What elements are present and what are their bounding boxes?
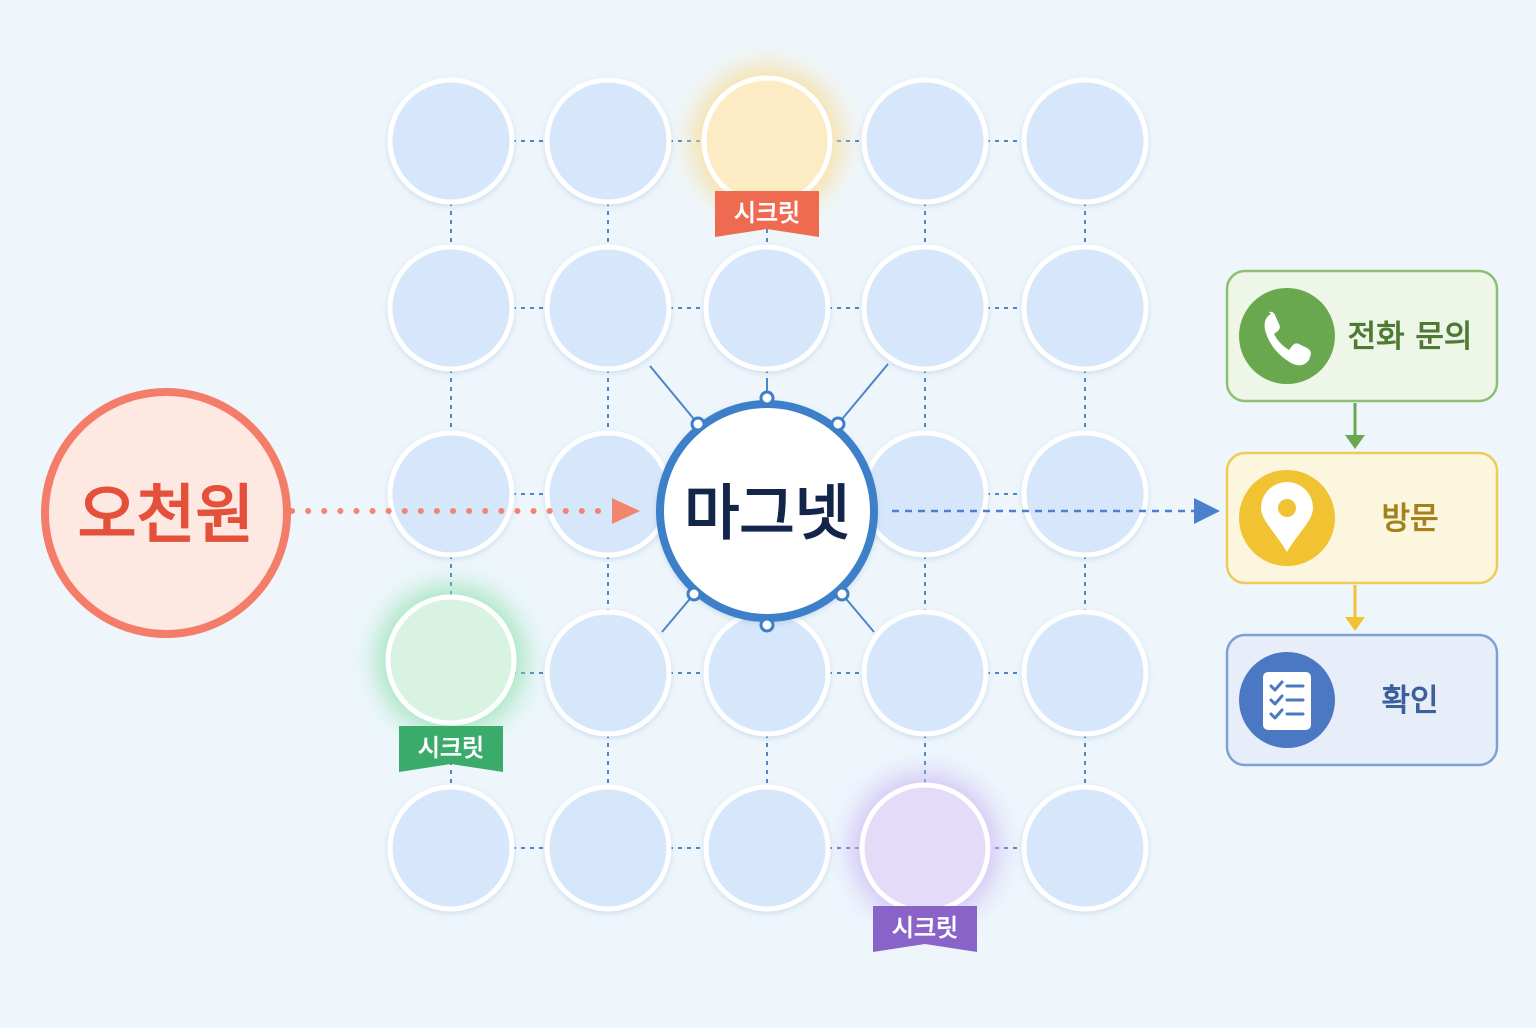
secret-ribbon — [399, 726, 503, 772]
hub-spoke — [841, 593, 875, 633]
hub-spokes — [649, 363, 889, 633]
output-arrow-head — [1194, 498, 1220, 524]
grid-node — [1021, 609, 1149, 737]
grid-node — [703, 244, 831, 372]
step-label: 방문 — [1381, 501, 1438, 537]
step-box: 전화 문의 — [1225, 269, 1499, 449]
grid-node — [387, 430, 515, 558]
step-box: 확인 — [1225, 633, 1499, 767]
checklist-icon — [1263, 672, 1311, 730]
secret-label: 시크릿 — [418, 734, 484, 762]
grid-node — [703, 784, 831, 912]
grid-node — [387, 244, 515, 372]
grid-node — [861, 609, 989, 737]
grid-node — [544, 609, 672, 737]
grid-node — [544, 784, 672, 912]
grid-node — [861, 430, 989, 558]
secret-ribbon — [715, 191, 819, 237]
secret-ribbon — [873, 906, 977, 952]
hub-dot — [759, 390, 775, 406]
hub-label: 마그넷 — [684, 479, 850, 549]
source-arrow — [289, 498, 640, 524]
hub-dot — [690, 416, 706, 432]
grid-node — [387, 784, 515, 912]
grid-node — [544, 77, 672, 205]
hub-dots — [686, 390, 850, 633]
source-circle — [41, 388, 291, 638]
hub-spoke — [837, 363, 889, 425]
secret-node: 시크릿 — [694, 68, 840, 237]
grid-node — [1021, 430, 1149, 558]
secret-node: 시크릿 — [378, 587, 524, 772]
grid-node — [1021, 784, 1149, 912]
hub-spoke — [661, 593, 695, 633]
secret-label: 시크릿 — [734, 199, 800, 227]
grid-node — [861, 77, 989, 205]
step-label: 확인 — [1381, 683, 1438, 719]
hub-dot — [830, 416, 846, 432]
grid-node — [544, 244, 672, 372]
grid-node — [1021, 244, 1149, 372]
grid-node — [387, 77, 515, 205]
source-label: 오천원 — [78, 479, 255, 553]
hub-dot — [686, 586, 702, 602]
secret-circle — [701, 75, 833, 207]
secret-node: 시크릿 — [852, 775, 998, 952]
secret-circle — [859, 782, 991, 914]
hub-node: 마그넷 — [656, 390, 878, 633]
secret-label: 시크릿 — [892, 914, 958, 942]
grid-node — [544, 430, 672, 558]
output-arrow — [892, 498, 1220, 524]
step-icon-circle — [1239, 288, 1335, 384]
step-arrow-head — [1345, 435, 1365, 449]
hub-dot — [834, 586, 850, 602]
hub-spoke — [649, 365, 699, 425]
hub-dot — [759, 617, 775, 633]
grid-node — [1021, 77, 1149, 205]
source-arrow-head — [612, 498, 640, 524]
step-label: 전화 문의 — [1348, 319, 1473, 355]
grid-node — [861, 244, 989, 372]
step-box: 방문 — [1225, 451, 1499, 631]
step-arrow-head — [1345, 617, 1365, 631]
source-node: 오천원 — [41, 388, 291, 638]
map-pin-hole — [1278, 499, 1296, 517]
phone-icon — [1264, 311, 1311, 366]
grid-nodes — [387, 77, 1149, 912]
secret-circle — [385, 594, 517, 726]
